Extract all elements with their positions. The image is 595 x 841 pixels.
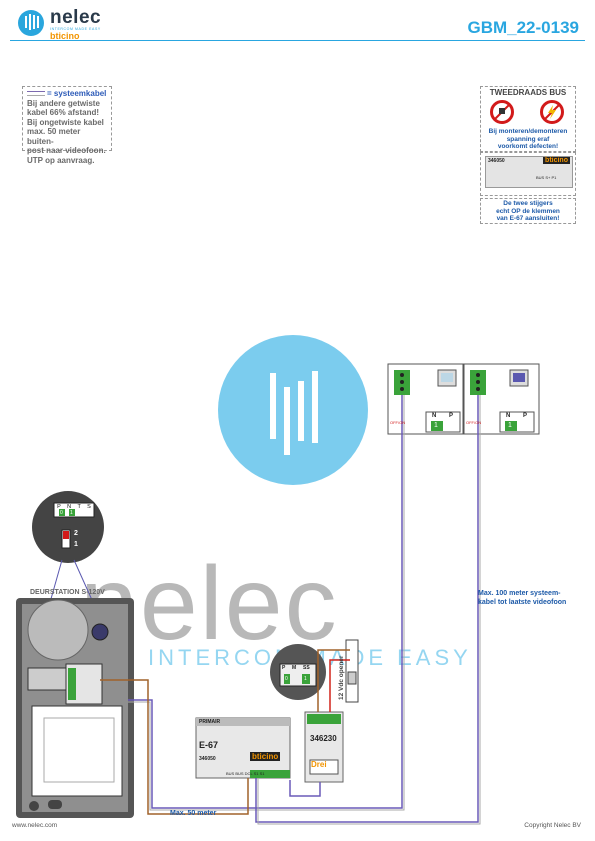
doorstation-title: DEURSTATION S-120V — [30, 589, 105, 596]
bus-warning-box — [480, 86, 576, 152]
e67-module-thumb: 346050 bticino BUS S+ P1 — [485, 156, 573, 188]
note-line: kabel 66% afstand! — [27, 108, 100, 117]
riser-note-box — [480, 198, 576, 224]
note-title: = systeemkabel — [47, 89, 107, 98]
note-line: post naar videofoon. — [27, 146, 106, 155]
videophone-1 — [387, 363, 464, 435]
vp2-col-p: P — [523, 413, 528, 419]
footer-copyright: Copyright Nelec BV — [524, 822, 581, 829]
vp2-value: 1 — [508, 422, 512, 429]
relay-zoom-term: SS — [303, 665, 310, 671]
warning-line: voorkomt defecten! — [497, 143, 559, 150]
riser-line: van E-67 aansluiten! — [496, 215, 560, 222]
door-opener — [345, 639, 359, 703]
system-cable — [128, 395, 481, 825]
terminal-label: P — [57, 504, 61, 510]
zoom-value: 1 — [70, 510, 73, 516]
bus-title: TWEEDRAADS BUS — [489, 88, 567, 97]
max-50-label: Max. 50 meter — [170, 810, 217, 817]
terminal-label: T — [77, 504, 81, 510]
vp1-col-n: N — [432, 413, 437, 419]
vp2-off-on: OFF/ON — [466, 420, 482, 425]
warning-line: spanning eraf — [506, 135, 550, 143]
door-station — [16, 598, 134, 818]
module-box — [480, 152, 576, 196]
document-code: GBM_22-0139 — [467, 18, 579, 37]
relay-zoom-value: 0 — [285, 676, 288, 682]
relay-code: 346230 — [310, 734, 337, 743]
warning-line: Bij monteren/demonteren — [488, 128, 568, 135]
riser-line: De twee stijgers — [503, 200, 553, 207]
vp1-col-p: P — [449, 413, 454, 419]
module-brand: bticino — [543, 157, 570, 164]
psu-model: E-67 — [199, 740, 219, 750]
relay-zoom-term: P — [282, 665, 286, 671]
note-line: Bij ongetwiste kabel — [27, 117, 104, 127]
relay-label: Drei — [311, 760, 327, 769]
terminal-label: N — [67, 504, 72, 510]
dip-label: 1 — [74, 541, 78, 548]
relay-346230 — [270, 644, 344, 783]
max-system-line: kabel tot laatste videofoon — [478, 599, 567, 606]
no-plug-icon — [490, 100, 514, 124]
nelec-logo-icon — [18, 10, 44, 36]
opener-wires — [100, 649, 350, 815]
relay-zoom-value: 1 — [304, 676, 307, 682]
riser-line: echt OP de klemmen — [496, 207, 560, 215]
dip-label: 2 — [74, 530, 78, 537]
logo-brand: bticino — [50, 31, 80, 41]
note-line: UTP op aanvraag. — [27, 155, 95, 165]
max-system-label: Max. 100 meter systeem- kabel tot laatst… — [478, 589, 566, 607]
system-cable-note: = systeemkabel Bij andere getwiste kabel… — [22, 86, 112, 165]
no-electricity-icon — [540, 100, 564, 124]
module-terminals: BUS S+ P1 — [536, 175, 557, 180]
note-line: Bij andere getwiste — [27, 98, 100, 108]
footer-site[interactable]: www.nelec.com — [12, 822, 58, 829]
vp2-col-n: N — [506, 413, 511, 419]
header-divider — [10, 40, 585, 41]
vp1-off-on: OFF/ON — [390, 420, 406, 425]
watermark-logo-icon — [218, 335, 368, 485]
note-line: max. 50 meter buiten- — [27, 127, 81, 146]
module-code: 346050 — [488, 158, 505, 164]
system-cable-icon — [27, 91, 45, 97]
psu-code: 346050 — [199, 756, 216, 762]
zoom-terminal-labels: P N T S — [54, 504, 94, 510]
opener-label: 12 Vdc opener — [338, 655, 345, 700]
psu-terminals: BUS BUS DCL S1 S1 — [226, 771, 265, 776]
bus-warning-text: Bij monteren/demonteren spanning eraf vo… — [480, 128, 576, 151]
logo-name: nelec — [50, 7, 102, 28]
videophone-2 — [463, 363, 540, 435]
psu-e67 — [195, 717, 291, 779]
relay-zoom-term: M — [292, 665, 297, 671]
riser-note: De twee stijgers echt OP de klemmen van … — [480, 200, 576, 223]
zoom-value: 0 — [60, 510, 63, 516]
max-system-line: Max. 100 meter systeem- — [478, 590, 561, 597]
vp1-value: 1 — [434, 422, 438, 429]
doorstation-zoom — [32, 491, 111, 641]
logo-tagline: INTERCOM MADE EASY — [50, 27, 101, 31]
psu-brand: bticino — [250, 752, 281, 761]
psu-primair: PRIMAIR — [199, 719, 221, 725]
terminal-label: S — [87, 504, 91, 510]
